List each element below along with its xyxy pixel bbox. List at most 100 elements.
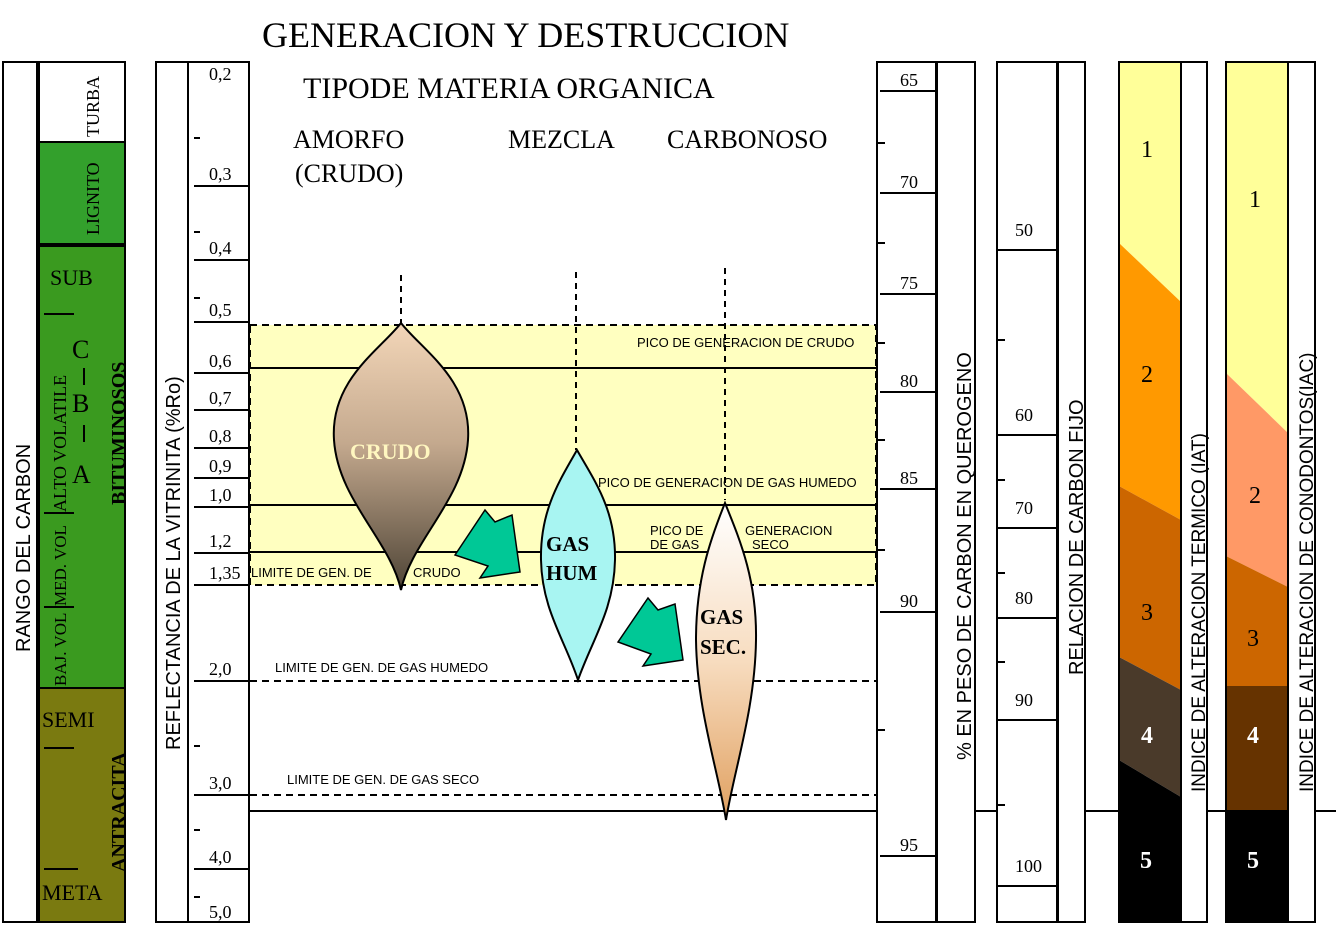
vitrinite-label: 2,0 (209, 659, 232, 679)
label-carbonoso: CARBONOSO (667, 125, 827, 154)
c-label: C (72, 335, 89, 364)
vitrinite-tick-label: 5,0 (209, 902, 232, 922)
label-amorfo: AMORFO (293, 125, 404, 154)
iac-band-5 (1226, 810, 1288, 922)
iac-level-1: 1 (1249, 187, 1261, 213)
vitrinite-tick-label: 0,2 (209, 64, 232, 84)
iac-color-column (1225, 61, 1289, 923)
iac-band-3 (1226, 556, 1288, 686)
gas-sec-label-2: SEC. (700, 635, 746, 659)
iat-level-3: 3 (1141, 600, 1153, 626)
carbon-pct-label: 80 (900, 371, 918, 391)
iac-level-5: 5 (1247, 848, 1259, 874)
iat-band-5 (1119, 760, 1181, 922)
a-label: A (72, 460, 91, 489)
iat-band-1 (1119, 62, 1181, 302)
crudo-shape-label: CRUDO (350, 439, 431, 464)
vitrinite-label: 1,35 (209, 563, 241, 583)
de-gas-label: DE GAS (650, 537, 699, 552)
coal-rank-axis-label: RANGO DEL CARBON (13, 444, 35, 652)
iac-level-2: 2 (1249, 483, 1261, 509)
alto-volatile-label: ALTO VOLATILE (50, 375, 70, 512)
limite-crudo-word: CRUDO (413, 565, 461, 580)
vitrinite-axis-box (155, 61, 189, 923)
vitrinite-label: 0,4 (209, 238, 232, 258)
iat-band-2 (1119, 243, 1181, 520)
fixed-carbon-label: 100 (1015, 856, 1042, 876)
vitrinite-label: 0,3 (209, 164, 232, 184)
fixed-carbon-ticks: 50 60 70 80 90 100 (997, 220, 1057, 887)
vitrinite-label: 1,0 (209, 485, 232, 505)
iac-band-4 (1226, 686, 1288, 810)
carbon-pct-label: 70 (900, 172, 918, 192)
label-mezcla: MEZCLA (508, 125, 615, 154)
iac-axis-box (1287, 61, 1316, 923)
iat-color-column (1118, 61, 1182, 923)
iat-level-5: 5 (1140, 848, 1152, 874)
vitrinite-label: 4,0 (209, 847, 232, 867)
carbon-pct-label: 75 (900, 273, 918, 293)
iac-level-4: 4 (1247, 723, 1259, 749)
gas-humedo-shape (539, 447, 617, 684)
vitrinite-label: 1,2 (209, 531, 232, 551)
iat-band-4 (1119, 657, 1181, 797)
iat-axis-box (1180, 61, 1208, 923)
gas-sec-label-1: GAS (700, 605, 743, 629)
vitrinite-axis-label: REFLECTANCIA DE LA VITRINITA (%Ro) (163, 376, 185, 750)
antracita-band (38, 687, 126, 923)
b-label: B (72, 389, 89, 418)
vitrinite-label: 3,0 (209, 773, 232, 793)
iat-band-3 (1119, 486, 1181, 690)
carbon-pct-label: 95 (900, 835, 918, 855)
limite-crudo-label: LIMITE DE GEN. DE (251, 565, 372, 580)
seco-label: SECO (752, 537, 789, 552)
iac-axis-label: INDICE DE ALTERACION DE CONODONTOS(IAC) (1297, 352, 1318, 792)
iat-level-2: 2 (1141, 362, 1153, 388)
sub-label: SUB (50, 265, 93, 290)
fixed-carbon-label: 60 (1015, 405, 1033, 425)
pico-gas-humedo-label: PICO DE GENERACION DE GAS HUMEDO (598, 475, 857, 490)
lignito-label: LIGNITO (83, 162, 103, 235)
carbon-pct-label: 90 (900, 591, 918, 611)
gas-hum-label-1: GAS (546, 532, 589, 556)
iat-axis-label: INDICE DE ALTERACION TERMICO (IAT) (1189, 433, 1210, 792)
label-crudo-paren: (CRUDO) (295, 159, 403, 188)
fixed-carbon-label: 70 (1015, 498, 1033, 518)
carbon-pct-scale-box (876, 61, 937, 923)
fixed-carbon-label: 90 (1015, 690, 1033, 710)
fixed-carbon-label: 50 (1015, 220, 1033, 240)
fixed-carbon-axis-box (1057, 61, 1086, 923)
bituminosos-label: BITUMINOSOS (108, 362, 130, 505)
lignito-band (38, 141, 126, 245)
gas-seco-shape (694, 500, 758, 821)
carbon-pct-label: 65 (900, 70, 918, 90)
vitrinite-label: 0,9 (209, 456, 232, 476)
med-vol-label: MED. VOL (51, 525, 70, 606)
fixed-carbon-axis-label: RELACION DE CARBON FIJO (1066, 399, 1088, 675)
vitrinite-label: 0,5 (209, 300, 232, 320)
fixed-carbon-label: 80 (1015, 588, 1033, 608)
carbon-pct-axis-label: % EN PESO DE CARBON EN QUEROGENO (954, 352, 976, 760)
arrow-gas-to-gassec-icon (616, 596, 684, 667)
iat-level-1: 1 (1141, 137, 1153, 163)
pico-de-label: PICO DE (650, 523, 704, 538)
iac-band-2 (1226, 373, 1288, 587)
bituminoso-band (38, 245, 126, 689)
carbon-pct-label: 85 (900, 468, 918, 488)
baj-vol-label: BAJ. VOL (51, 613, 70, 686)
vitrinite-label: 0,8 (209, 426, 232, 446)
limite-gas-seco-label: LIMITE DE GEN. DE GAS SECO (287, 772, 479, 787)
crudo-shape (332, 321, 470, 591)
pico-crudo-label: PICO DE GENERACION DE CRUDO (637, 335, 854, 350)
antracita-label: ANTRACITA (108, 752, 130, 872)
vitrinite-label: 0,7 (209, 388, 232, 408)
semi-label: SEMI (42, 707, 95, 732)
arrow-crudo-to-gas-icon (453, 508, 521, 579)
meta-label: META (42, 880, 103, 905)
fixed-carbon-scale-box (996, 61, 1058, 923)
subtitle: TIPODE MATERIA ORGANICA (303, 72, 715, 105)
iac-level-3: 3 (1247, 626, 1259, 652)
carbon-pct-axis-box (936, 61, 976, 923)
turba-label: TURBA (83, 76, 103, 137)
